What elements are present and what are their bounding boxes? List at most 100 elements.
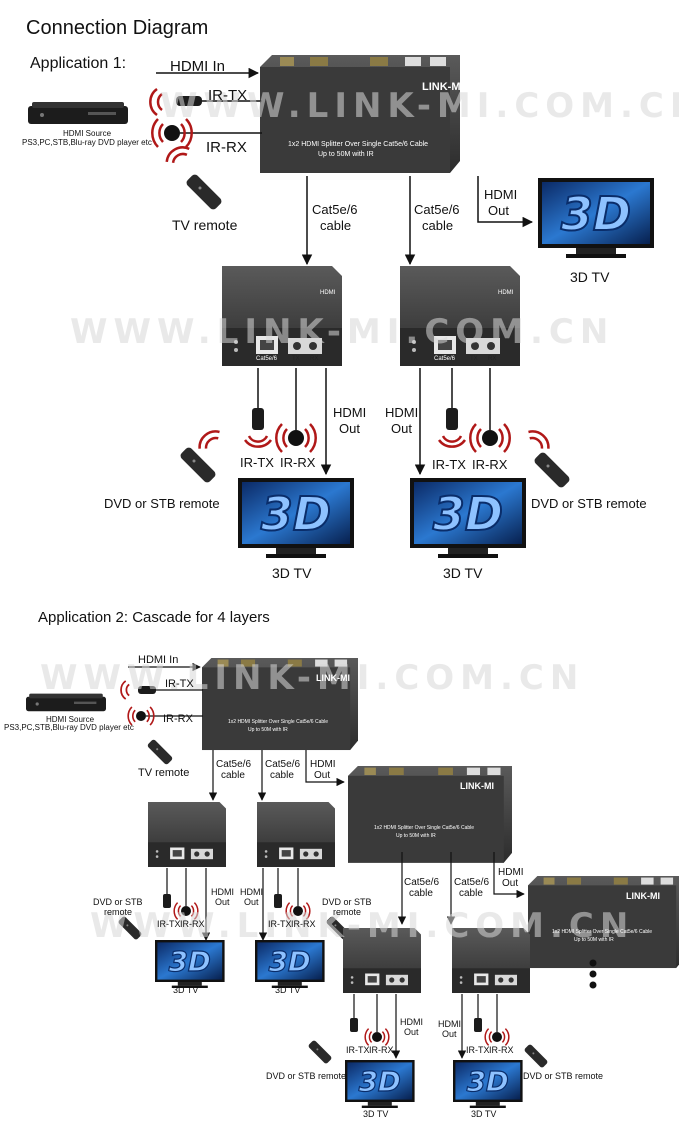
page-title: Connection Diagram — [26, 17, 209, 39]
app2-tv-remote-label: TV remote — [138, 767, 190, 779]
app2-dvd-remote-1-line1: DVD or STB — [93, 897, 143, 907]
app1-receiver-1-cat-label: Cat5e/6 — [256, 356, 278, 362]
app1-receiver-2-rx-label: RX — [488, 356, 497, 362]
app1-cable-2-line2: cable — [422, 218, 454, 233]
app2-rx4-ir-tx: IR-TX — [466, 1045, 490, 1055]
app2-source-line1: HDMI Source — [46, 715, 95, 724]
app1-source-line2: PS3,PC,STB,Blu-ray DVD player etc — [22, 138, 152, 147]
app2-rx2-ir-tx: IR-TX — [268, 919, 292, 929]
app1-hdmi-out-1-line1: HDMI — [333, 405, 367, 420]
app2-receiver-1 — [148, 802, 226, 867]
app1-rx1-ir-tx: IR-TX — [240, 455, 274, 470]
app2-hdmi-out-r3-line2: Out — [404, 1027, 419, 1037]
watermark-3: WWW.LINK-MI.COM.CN — [40, 658, 585, 698]
app2-splitter-1-label-1: 1x2 HDMI Splitter Over Single Cat5e/6 Ca… — [228, 719, 329, 725]
app2-tv-remote — [146, 738, 174, 766]
app2-hdmi-in: HDMI In — [138, 654, 179, 666]
app1-hdmi-out-2-line2: Out — [391, 421, 412, 436]
app1-tv-2 — [409, 477, 527, 559]
app2-tv-4-label: 3D TV — [471, 1109, 497, 1119]
app1-rx1-ir-rx: IR-RX — [280, 455, 316, 470]
app1-receiver-2-hdmi-label: HDMI — [498, 290, 514, 296]
app1-source-line1: HDMI Source — [63, 129, 112, 138]
app1-hdmi-out-1-line2: Out — [339, 421, 360, 436]
app1-receiver-2-tx-label: TX — [470, 356, 478, 362]
app2-dvd-remote-3 — [307, 1039, 333, 1065]
app2-tv-3-label: 3D TV — [363, 1109, 389, 1119]
app2-tv-3 — [344, 1059, 416, 1109]
app2-dvd-remote-2-line2: remote — [333, 907, 362, 917]
app1-splitter-brand: LINK-MI — [422, 81, 464, 93]
app1-rx2-ir-rx: IR-RX — [472, 457, 508, 472]
app2-hdmi-out-r1-line1: HDMI — [211, 887, 234, 897]
app2-dvd-remote-3-label: DVD or STB remote — [266, 1071, 347, 1081]
app2-receiver-2 — [257, 802, 335, 867]
app1-hdmi-out-main-line2: Out — [488, 203, 509, 218]
app2-dvd-remote-2-line1: DVD or STB — [322, 897, 372, 907]
app2-cable-4-line1: Cat5e/6 — [454, 877, 490, 888]
app2-hdmi-out-r1-line2: Out — [215, 897, 230, 907]
app2-hdmi-out-r4-line2: Out — [442, 1029, 457, 1039]
app2-tv-4 — [452, 1059, 524, 1109]
app2-hdmi-out-2-line1: HDMI — [498, 867, 524, 878]
app2-dvd-remote-4 — [523, 1043, 549, 1069]
app1-receiver-1-rx-label: RX — [310, 356, 319, 362]
app2-cable-1-line1: Cat5e/6 — [216, 759, 252, 770]
ellipsis-icon — [589, 959, 597, 989]
app2-cable-3-line2: cable — [409, 888, 433, 899]
app1-dvd-remote-1 — [178, 445, 218, 485]
app2-splitter-1-brand: LINK-MI — [316, 673, 350, 683]
app2-splitter-1-label-2: Up to 50M with IR — [248, 727, 288, 733]
app1-receiver-1-hdmi-label: HDMI — [320, 290, 336, 296]
app2-cable-4-line2: cable — [459, 888, 483, 899]
app2-hdmi-out-2-line2: Out — [502, 878, 519, 889]
app2-splitter-2-brand: LINK-MI — [460, 781, 494, 791]
app1-tv-main — [537, 177, 655, 259]
app2-rx2-ir-rx: IR-RX — [291, 919, 316, 929]
app1-heading: Application 1: — [30, 55, 127, 72]
app1-cable-1-line1: Cat5e/6 — [312, 202, 358, 217]
app1-receiver-1-tx-label: TX — [292, 356, 300, 362]
app2-hdmi-out-r2-line2: Out — [244, 897, 259, 907]
app2-splitter-2-label-2: Up to 50M with IR — [396, 833, 436, 839]
app1-dvd-remote-2 — [532, 450, 572, 490]
app2-rx3-ir-rx: IR-RX — [369, 1045, 394, 1055]
app2-ir-tx: IR-TX — [165, 678, 194, 690]
app1-dvd-remote-2-label: DVD or STB remote — [531, 496, 647, 511]
app1-splitter-label-2: Up to 50M with IR — [318, 151, 374, 158]
app2-heading: Application 2: Cascade for 4 layers — [38, 609, 270, 626]
watermark-1: WWW.LINK-MI.COM.CN — [160, 86, 679, 126]
app1-hdmi-in: HDMI In — [170, 58, 226, 75]
watermark-4: WWW.LINK-MI.COM.CN — [90, 906, 635, 946]
app1-tv-1 — [237, 477, 355, 559]
app1-tv-main-label: 3D TV — [570, 269, 610, 285]
app2-ir-rx: IR-RX — [163, 713, 193, 725]
app2-rx1-ir-rx: IR-RX — [180, 919, 205, 929]
app2-hdmi-out-r3-line1: HDMI — [400, 1017, 423, 1027]
app1-ir-tx: IR-TX — [208, 87, 248, 104]
app1-cable-1-line2: cable — [320, 218, 352, 233]
app2-rx3-ir-tx: IR-TX — [346, 1045, 370, 1055]
app1-cable-2-line1: Cat5e/6 — [414, 202, 460, 217]
app2-splitter-2-label-1: 1x2 HDMI Splitter Over Single Cat5e/6 Ca… — [374, 825, 475, 831]
app2-splitter-3-brand: LINK-MI — [626, 891, 660, 901]
app1-tv-1-label: 3D TV — [272, 565, 312, 581]
app2-tv-1 — [154, 939, 226, 989]
app2-tv-1-label: 3D TV — [173, 985, 199, 995]
app2-rx4-ir-rx: IR-RX — [489, 1045, 514, 1055]
app2-dvd-remote-4-label: DVD or STB remote — [523, 1071, 604, 1081]
app1-splitter-label-1: 1x2 HDMI Splitter Over Single Cat5e/6 Ca… — [288, 141, 429, 148]
watermark-2: WWW.LINK-MI.COM.CN — [70, 312, 615, 352]
app2-rx1-ir-tx: IR-TX — [157, 919, 181, 929]
app2-splitter-3-label-1: 1x2 HDMI Splitter Over Single Cat5e/6 Ca… — [552, 929, 653, 935]
app1-source — [28, 102, 128, 124]
app2-hdmi-out-1-line1: HDMI — [310, 759, 336, 770]
app1-rx2-ir-tx: IR-TX — [432, 457, 466, 472]
app1-tv-remote-label: TV remote — [172, 217, 238, 233]
app1-hdmi-out-2-line1: HDMI — [385, 405, 419, 420]
app1-hdmi-out-main-line1: HDMI — [484, 187, 518, 202]
app2-cable-3-line1: Cat5e/6 — [404, 877, 440, 888]
app2-hdmi-out-r4-line1: HDMI — [438, 1019, 461, 1029]
app2-hdmi-out-1-line2: Out — [314, 770, 331, 781]
